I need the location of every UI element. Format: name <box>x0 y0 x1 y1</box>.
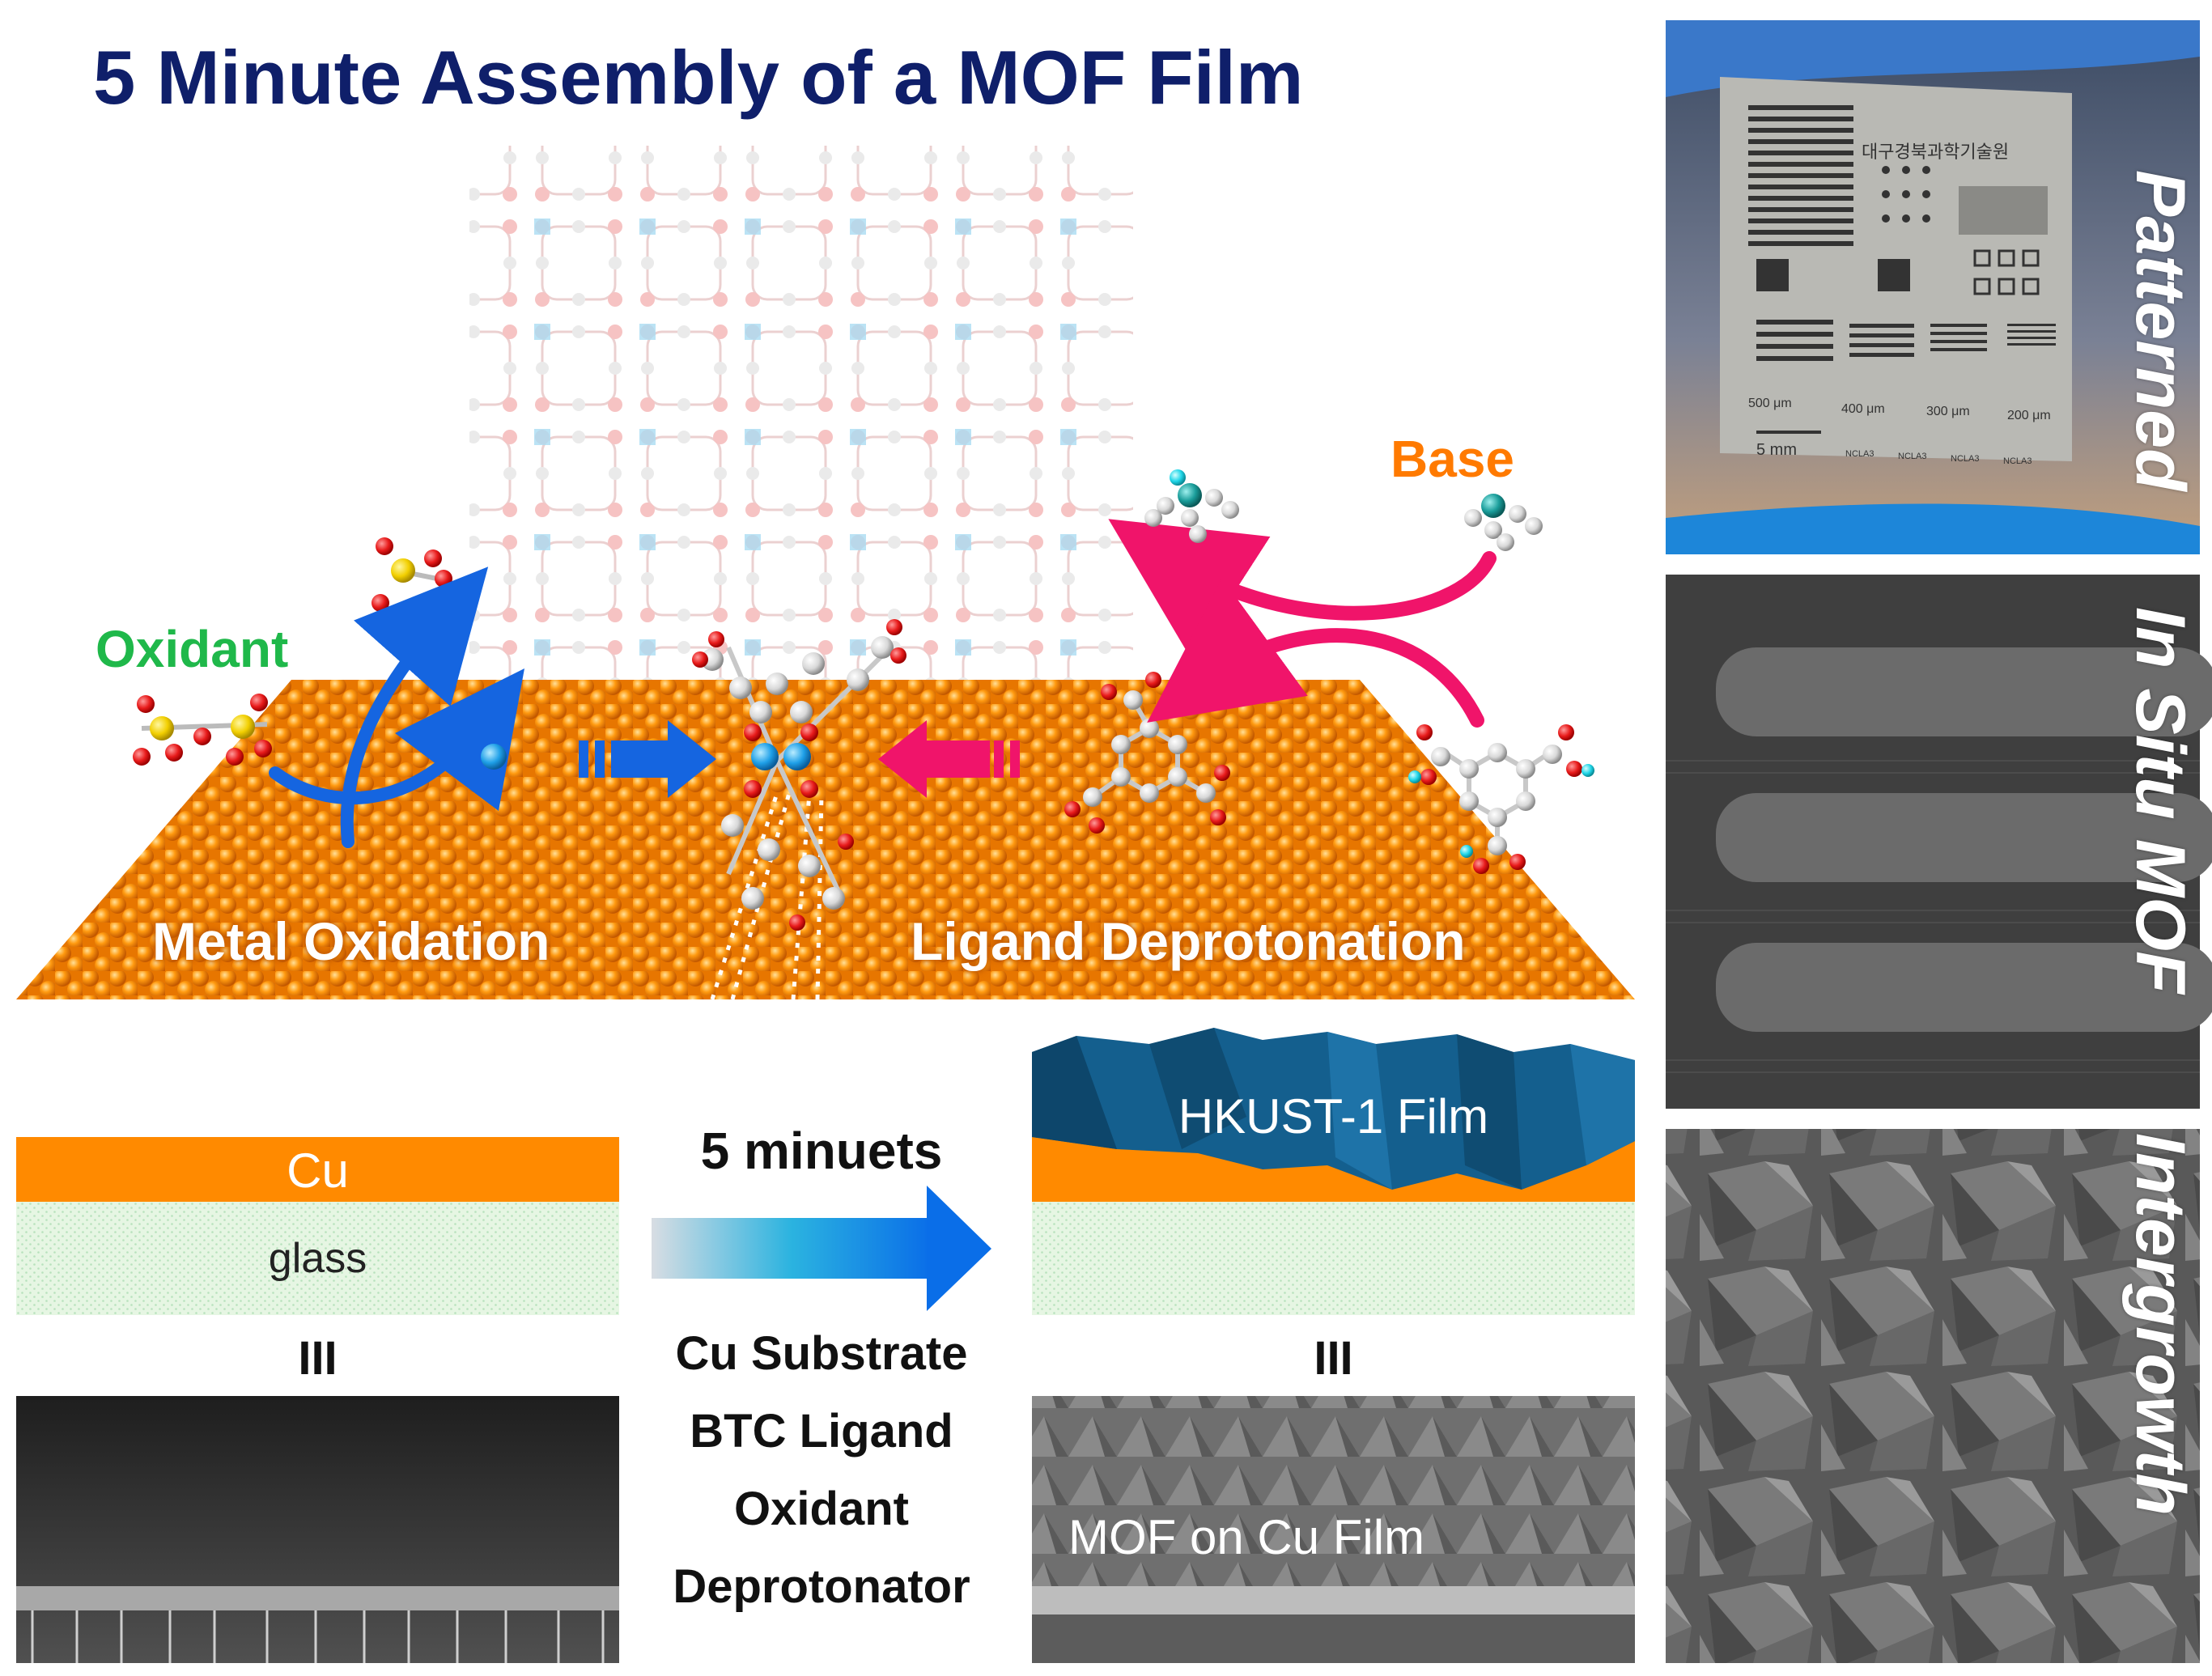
hkust-film <box>1032 1028 1635 1190</box>
base-molecule-product <box>1144 469 1239 543</box>
scale-bar-label: 5 mm <box>1756 441 1797 459</box>
page-title: 5 Minute Assembly of a MOF Film <box>93 35 1304 120</box>
deprotonation-arrows <box>1108 519 1497 728</box>
time-label: 5 minuets <box>700 1122 943 1180</box>
sem-caption: MOF on Cu Film <box>1068 1510 1425 1564</box>
conditions-list: Cu Substrate BTC Ligand Oxidant Deproton… <box>631 1315 1012 1626</box>
divider-left: III <box>298 1332 338 1385</box>
base-label: Base <box>1390 430 1514 488</box>
film-label: HKUST-1 Film <box>1178 1089 1489 1143</box>
ncla-label: NCLA3 <box>1845 449 1874 459</box>
condition-item: Cu Substrate <box>675 1327 968 1380</box>
insitu-label: In Situ MOF <box>2121 607 2199 994</box>
divider-right: III <box>1314 1332 1353 1385</box>
intergrowth-label: Intergrowth <box>2121 1133 2199 1516</box>
ncla-label: NCLA3 <box>1898 452 1927 461</box>
cu-layer-left <box>16 1137 619 1202</box>
patterned-photo <box>1666 20 2200 554</box>
ncla-label: NCLA3 <box>1951 454 1980 464</box>
pink-arrow <box>878 720 1020 798</box>
scale-label: 500 μm <box>1748 397 1792 410</box>
ncla-label: NCLA3 <box>2003 456 2032 466</box>
glass-layer-label: glass <box>268 1235 367 1282</box>
blue-arrow <box>579 720 716 798</box>
patterned-label: Patterned <box>2121 170 2199 491</box>
base-molecule-reactant <box>1464 494 1543 551</box>
insitu-sem <box>1666 575 2212 1109</box>
glass-layer-left <box>16 1202 619 1315</box>
cu-layer-label: Cu <box>287 1143 349 1198</box>
condition-item: BTC Ligand <box>690 1405 953 1457</box>
oxidation-arrows <box>269 566 525 848</box>
scale-label: 200 μm <box>2007 409 2051 422</box>
oxidant-label: Oxidant <box>96 620 289 678</box>
sem-right <box>1032 1396 1635 1663</box>
metal-oxidation-label: Metal Oxidation <box>152 911 550 971</box>
intergrowth-sem <box>1666 1129 2200 1663</box>
sample-institute-text: 대구경북과학기술원 <box>1862 142 2010 163</box>
cu-ion <box>481 744 507 770</box>
glass-layer-right <box>1032 1202 1635 1315</box>
scale-label: 300 μm <box>1926 405 1970 418</box>
scale-label: 400 μm <box>1841 402 1885 416</box>
sem-left <box>16 1396 619 1663</box>
sulfate-product <box>371 537 452 612</box>
condition-item: Oxidant <box>734 1483 909 1535</box>
paddlewheel-cluster <box>692 619 906 931</box>
ligand-deprotonation-label: Ligand Deprotonation <box>911 911 1466 971</box>
mof-framework <box>469 146 1133 704</box>
btc-ligand-protonated <box>1408 724 1594 874</box>
oxidant-molecule <box>133 694 272 766</box>
process-arrow <box>652 1186 991 1311</box>
condition-item: Deprotonator <box>673 1560 970 1613</box>
